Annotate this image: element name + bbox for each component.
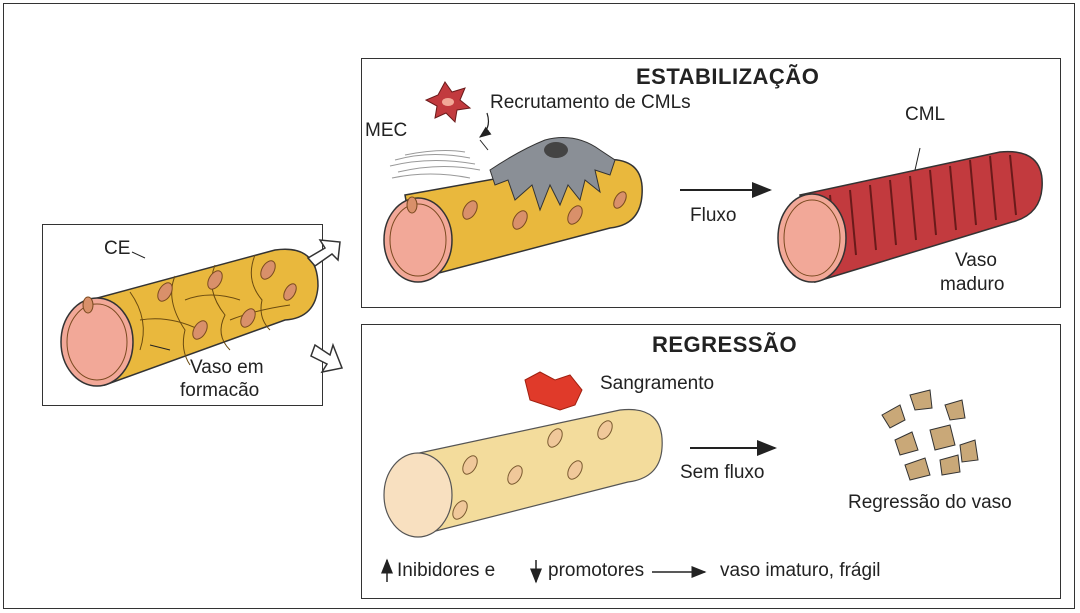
regressed-vessel-fragments (881, 389, 979, 481)
legend-result: vaso imaturo, frágil (720, 560, 881, 581)
figure-border (3, 3, 1075, 609)
branch-arrows (306, 239, 344, 374)
label-vessel-forming-2: formacão (180, 380, 260, 401)
vessel-with-pericyte (383, 81, 643, 283)
legend-inhibitors: Inibidores e (397, 560, 496, 581)
label-flow: Fluxo (690, 205, 737, 226)
label-mature-1: Vaso (955, 250, 997, 271)
mature-vessel (777, 147, 1043, 283)
label-recruitment: Recrutamento de CMLs (490, 92, 691, 113)
label-no-flow: Sem fluxo (680, 462, 765, 483)
forming-vessel (60, 248, 319, 387)
label-cml: CML (905, 104, 946, 125)
title-regression: REGRESSÃO (652, 332, 798, 357)
title-stabilization: ESTABILIZAÇÃO (636, 64, 820, 89)
legend-promoters: promotores (548, 560, 645, 581)
regressing-vessel (383, 371, 663, 538)
label-mec: MEC (365, 120, 408, 141)
label-mature-2: maduro (940, 274, 1005, 295)
label-vessel-forming-1: Vaso em (190, 357, 264, 378)
label-ce: CE (104, 238, 131, 259)
label-bleeding: Sangramento (600, 373, 715, 394)
label-vessel-regression: Regressão do vaso (848, 492, 1012, 513)
